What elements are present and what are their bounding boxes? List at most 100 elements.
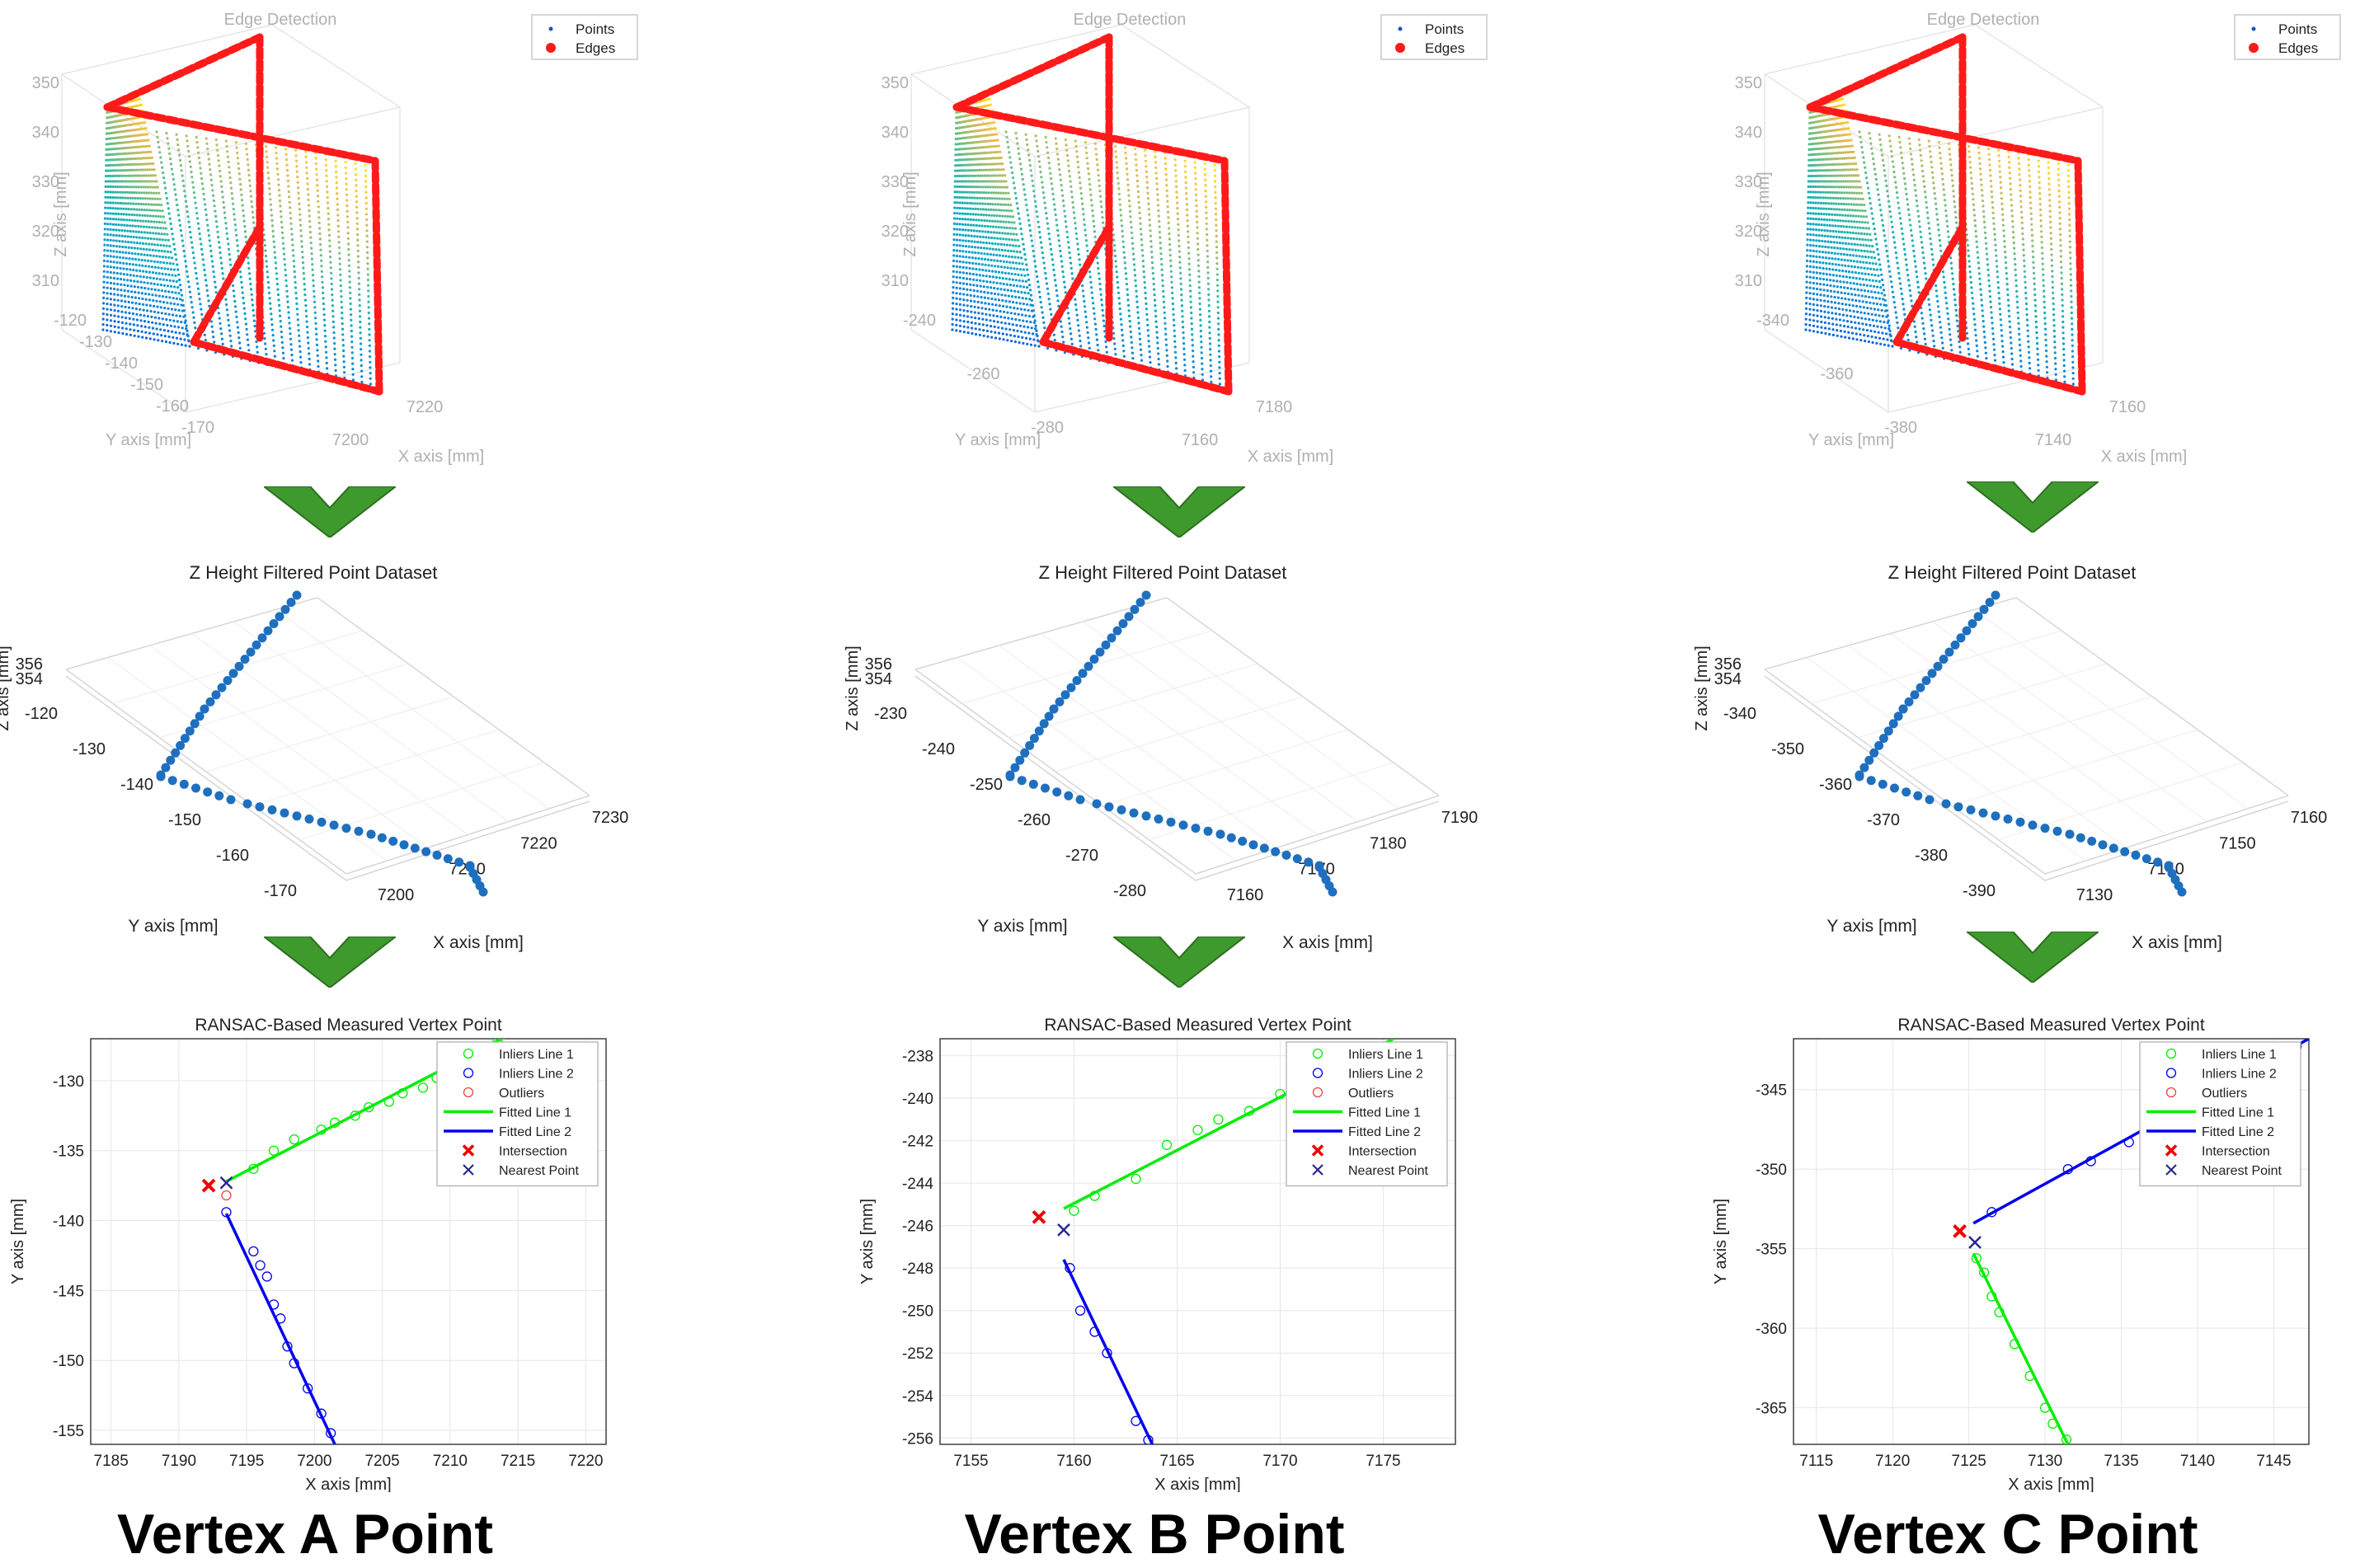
data-point	[223, 676, 233, 685]
data-point	[1129, 808, 1139, 818]
x-axis-label: X axis [mm]	[305, 1476, 391, 1492]
data-point	[1064, 791, 1074, 800]
y-tick-label: -340	[1723, 705, 1756, 723]
data-point	[1916, 683, 1925, 692]
inlier-point-line-2	[2123, 1137, 2134, 1148]
data-point	[1072, 676, 1082, 685]
data-point	[1034, 726, 1044, 736]
down-arrow-icon	[1113, 937, 1245, 988]
data-point	[1979, 604, 1989, 614]
z-axis-label: Z axis [mm]	[0, 646, 12, 730]
data-point	[286, 598, 296, 608]
x-axis-label: X axis [mm]	[1282, 933, 1373, 952]
x-tick-label: 7160	[1056, 1453, 1091, 1470]
plot-frame	[1793, 1038, 2310, 1445]
y-tick-label: -360	[1756, 1321, 1787, 1338]
inlier-point-line-2	[1089, 1326, 1100, 1337]
data-point	[432, 850, 442, 860]
legend-label: Inliers Line 1	[1348, 1048, 1423, 1062]
data-point	[317, 817, 327, 827]
legend-label: Intersection	[499, 1145, 567, 1159]
inlier-point-line-1	[1069, 1205, 1079, 1216]
inlier-point-line-1	[1971, 1253, 1982, 1264]
y-tick-label: -380	[1884, 419, 1917, 437]
edge-segment	[952, 33, 1113, 111]
edge-segment	[1220, 157, 1233, 396]
down-arrow-icon	[1967, 481, 2099, 533]
x-tick-label: 7160	[2291, 809, 2328, 827]
x-tick-label: 7200	[378, 886, 415, 904]
data-point	[1101, 640, 1111, 650]
data-point	[1866, 776, 1876, 786]
x-tick-label: 7220	[520, 834, 557, 852]
data-point	[161, 763, 171, 772]
legend-entry: Fitted Line 1	[444, 1106, 571, 1120]
data-point	[366, 829, 376, 839]
vertex-a-label: Vertex A Point	[117, 1503, 493, 1566]
nearest-point-marker	[219, 1176, 233, 1190]
data-point	[1238, 836, 1248, 846]
z-tick-label: 310	[1735, 272, 1762, 290]
y-tick-label: -350	[1771, 740, 1804, 758]
axes-box	[914, 597, 1440, 881]
z-tick-label: 350	[32, 74, 59, 92]
y-tick-label: -248	[902, 1261, 933, 1278]
legend-entry: Outliers	[463, 1087, 544, 1101]
data-point	[1124, 612, 1134, 622]
data-point	[1966, 805, 1976, 815]
y-tick-label: -120	[25, 705, 58, 723]
inlier-point-line-1	[329, 1117, 341, 1128]
x-axis-label: X axis [mm]	[2132, 933, 2222, 952]
data-point	[399, 840, 409, 850]
x-tick-label: 7135	[2104, 1453, 2138, 1470]
y-tick-label: -260	[1018, 811, 1051, 829]
y-tick-label: -130	[79, 333, 112, 351]
data-point	[2052, 826, 2062, 836]
data-point	[280, 808, 289, 818]
data-point	[171, 748, 181, 758]
y-tick-label: -246	[902, 1218, 933, 1236]
z-tick-label: 330	[1735, 173, 1762, 191]
fitted-line-1	[1972, 1252, 2070, 1444]
legend-label: Outliers	[1348, 1087, 1394, 1101]
edge-points	[1855, 590, 2187, 897]
y-axis-label: Y axis [mm]	[106, 431, 191, 449]
data-point	[1939, 655, 1949, 664]
data-point	[2003, 815, 2013, 824]
x-tick-label: 7130	[2028, 1453, 2062, 1470]
inlier-point-line-2	[2085, 1156, 2096, 1167]
y-tick-label: -340	[1756, 312, 1789, 330]
edge-segment	[1806, 103, 2082, 165]
data-point	[179, 779, 189, 789]
x-axis-label: X axis [mm]	[1248, 448, 1333, 466]
legend-marker-points	[2251, 26, 2256, 31]
nearest-point-marker	[1057, 1223, 1070, 1237]
legend-label: Inliers Line 2	[1348, 1068, 1423, 1082]
zfilt-title: Z Height Filtered Point Dataset	[190, 562, 438, 583]
data-point	[388, 836, 398, 846]
data-point	[1191, 824, 1201, 833]
y-tick-label: -256	[902, 1430, 933, 1448]
y-axis-label: Y axis [mm]	[977, 917, 1067, 936]
data-point	[1985, 598, 1995, 608]
x-tick-label: 7170	[1262, 1453, 1297, 1470]
y-tick-label: -380	[1915, 847, 1948, 865]
legend-entry: Inliers Line 2	[1312, 1068, 1423, 1082]
y-tick-label: -160	[216, 847, 249, 865]
z-axis-label: Z axis [mm]	[1693, 646, 1711, 730]
axes-box	[61, 24, 401, 413]
data-point	[1304, 857, 1314, 867]
data-point	[1112, 626, 1122, 636]
x-tick-label: 7230	[592, 809, 629, 827]
data-point	[1135, 598, 1145, 608]
intersection-marker	[1032, 1209, 1046, 1224]
data-point	[176, 740, 186, 750]
data-point	[1893, 711, 1903, 721]
data-point	[1039, 719, 1049, 729]
inlier-point-line-1	[248, 1163, 259, 1174]
x-tick-label: 7205	[364, 1453, 399, 1470]
inlier-point-line-1	[364, 1101, 374, 1113]
x-tick-label: 7145	[2256, 1453, 2291, 1470]
